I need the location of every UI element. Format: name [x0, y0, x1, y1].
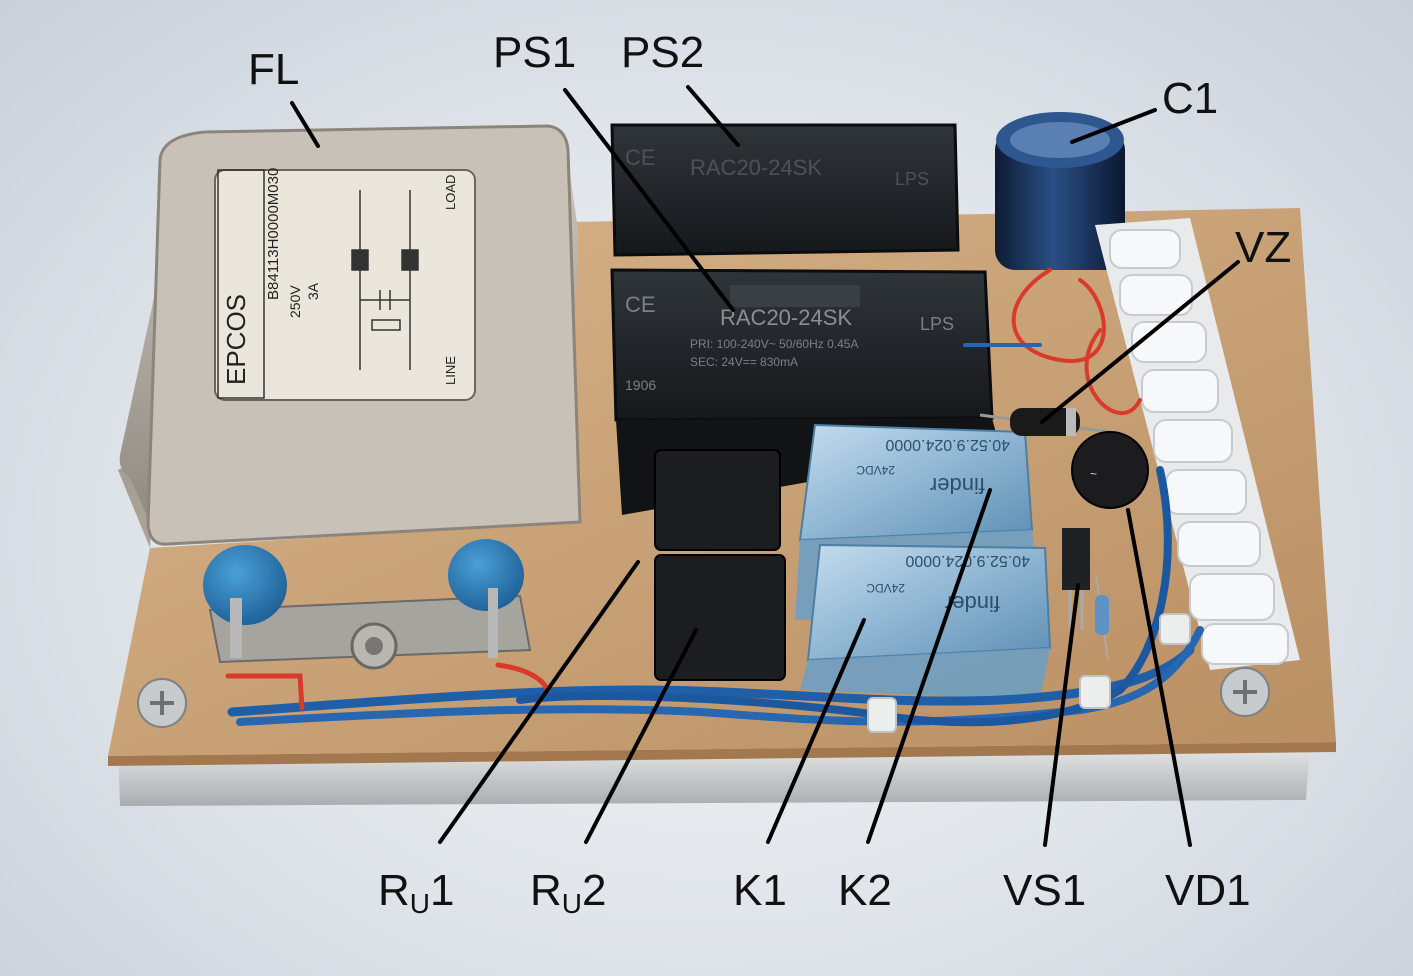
filter-part-text: B84113H0000M030: [265, 168, 282, 300]
resistor: [1095, 574, 1109, 661]
filter-schematic: [351, 190, 419, 370]
label-vs1: VS1: [1003, 866, 1086, 915]
filter-current-text: 3A: [305, 282, 321, 300]
label-fl: FL: [248, 45, 299, 94]
wiring: [225, 268, 1204, 727]
screw-icon-right: [1220, 667, 1270, 717]
leader-lines: [290, 85, 1240, 847]
ps2-model-text: RAC20-24SK: [690, 155, 822, 180]
filter-voltage-text: 250V: [287, 285, 303, 318]
label-c1: C1: [1162, 74, 1218, 123]
ps1-pri-text: PRI: 100-240V~ 50/60Hz 0.45A: [690, 337, 858, 351]
emi-filter-fl: EPCOS B84113H0000M030 250V 3A LOAD LINE: [118, 124, 582, 670]
k2-vdc-text: 24VDC: [866, 581, 905, 595]
filter-line-text: LINE: [443, 356, 458, 385]
filter-load-text: LOAD: [443, 175, 458, 210]
varistor-block-ru1: [654, 449, 781, 551]
svg-text:~: ~: [1090, 467, 1097, 481]
k1-code-text: 40.52.9.024.0000: [885, 436, 1010, 453]
filter-brand-text: EPCOS: [221, 294, 251, 385]
svg-text:CE: CE: [625, 292, 656, 317]
ps2-lps-text: LPS: [895, 169, 929, 189]
ps1-date-text: 1906: [625, 377, 656, 393]
k1-brand-text: finder: [930, 473, 985, 498]
varistor-block-ru2: [654, 554, 786, 681]
k1-vdc-text: 24VDC: [856, 463, 895, 477]
label-ps2: PS2: [621, 28, 704, 77]
svg-text:CE: CE: [625, 145, 656, 170]
relay-k2: 40.52.9.024.0000 finder 24VDC: [800, 543, 1052, 700]
label-k1: K1: [733, 866, 787, 915]
electrolytic-capacitor-c1: [995, 112, 1125, 270]
ps1-lps-text: LPS: [920, 314, 954, 334]
diode-bridge-vd1: ~: [1071, 431, 1149, 509]
label-vd1: VD1: [1165, 866, 1251, 915]
ps1-model-text: RAC20-24SK: [720, 305, 852, 330]
label-k2: K2: [838, 866, 892, 915]
power-supply-ps2: RAC20-24SK CE LPS: [610, 123, 960, 257]
varistor-right: [448, 539, 524, 658]
thyristor-vs1: [1062, 528, 1090, 630]
cable-ties: [867, 613, 1191, 733]
label-vz: VZ: [1235, 223, 1291, 272]
label-ru1: RU1: [378, 866, 455, 919]
label-ru2: RU2: [530, 866, 607, 919]
screw-icon-left: [137, 678, 187, 728]
terminal-block-strip: [1095, 218, 1300, 670]
ps1-sec-text: SEC: 24V== 830mA: [690, 355, 798, 369]
filter-label-plate: [214, 169, 476, 401]
label-ps1: PS1: [493, 28, 576, 77]
varistor-left: [203, 545, 287, 658]
